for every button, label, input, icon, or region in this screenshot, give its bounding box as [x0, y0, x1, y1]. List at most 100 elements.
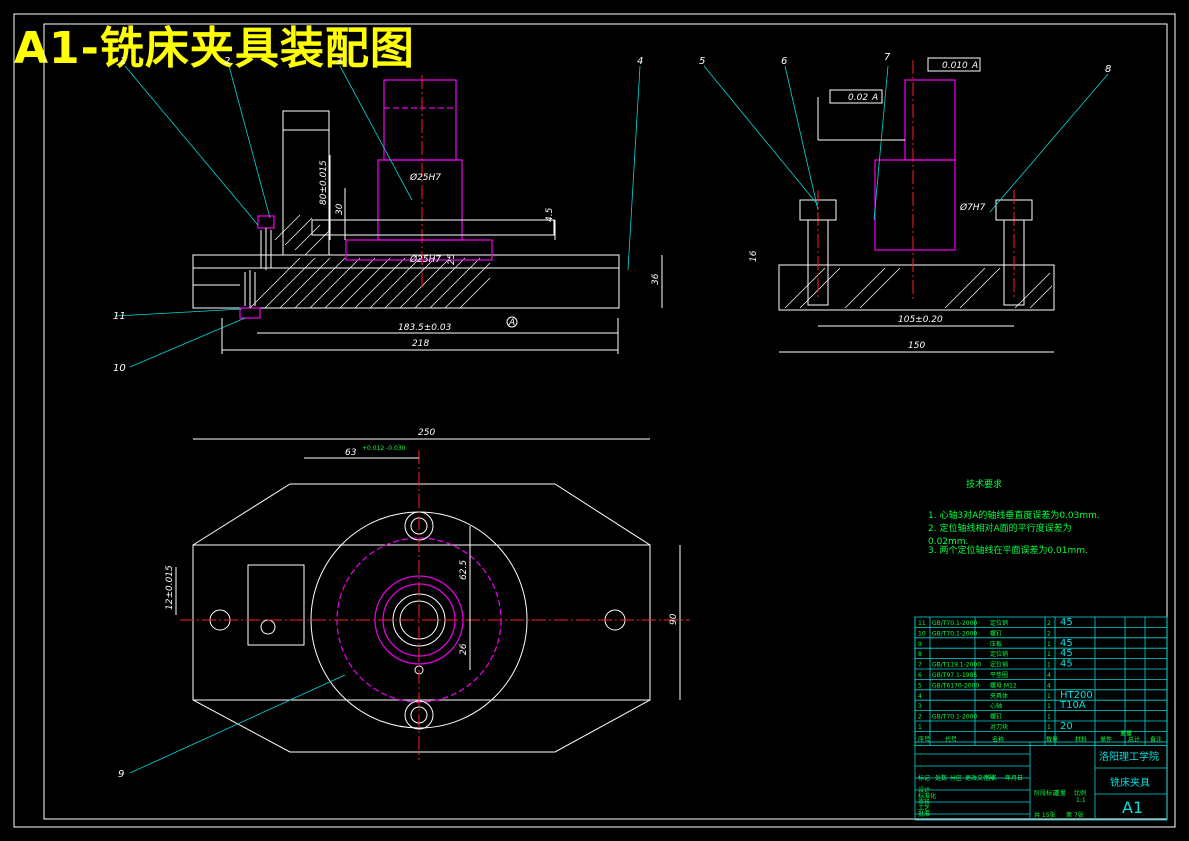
svg-text:第 7张: 第 7张 [1066, 811, 1084, 819]
bom-cell: 心轴 [990, 702, 1002, 710]
bom-cell: GB/T70.1-2000 [932, 620, 977, 627]
svg-text:1. 心轴3对A的轴线垂直度误差为0.03mm.: 1. 心轴3对A的轴线垂直度误差为0.03mm. [928, 509, 1100, 521]
top-view: 250 63 +0.012 -0.030 90 12±0.015 62.5 26 [165, 428, 690, 760]
title-block-label: 重量 [1054, 789, 1066, 797]
bom-cell: 定位销 [990, 661, 1008, 669]
bom-header-cell: 序号 [918, 735, 930, 743]
leader-label-4: 4 [637, 56, 643, 67]
top-outline [192, 483, 651, 753]
top-setting-block [247, 564, 305, 646]
svg-text:技术要求: 技术要求 [966, 478, 1002, 490]
svg-text:26: 26 [459, 643, 469, 655]
bom-cell: 11 [918, 620, 926, 627]
drawing-number: A1 [1122, 798, 1143, 817]
leader-label-7: 7 [884, 52, 891, 63]
bom-cell: 4 [1047, 672, 1051, 679]
svg-text:90: 90 [669, 613, 679, 625]
svg-text:1:1: 1:1 [1076, 797, 1086, 804]
leaders [114, 65, 1109, 774]
title-block-label: 比例 [1074, 789, 1086, 797]
bom-cell: 4 [1047, 682, 1051, 689]
svg-text:A: A [971, 61, 978, 71]
leader-label-6: 6 [781, 56, 787, 67]
svg-text:105±0.20: 105±0.20 [898, 315, 943, 325]
school-name: 洛阳理工学院 [1099, 750, 1159, 763]
bom-header-cell: 总计 [1128, 735, 1140, 743]
bom-cell: 平垫圈 [990, 671, 1008, 679]
bom-cell: 10 [918, 630, 926, 637]
leader-label-9: 9 [118, 769, 124, 780]
bom-cell: 1 [918, 724, 922, 731]
svg-text:+0.012 -0.030: +0.012 -0.030 [362, 445, 406, 452]
svg-text:0.02: 0.02 [848, 93, 868, 103]
svg-text:2. 定位轴线相对A面的平行度误差为: 2. 定位轴线相对A面的平行度误差为 [928, 522, 1072, 534]
tolerance-frame-2 [829, 89, 883, 104]
bom-cell: 1 [1047, 714, 1051, 721]
svg-text:63: 63 [345, 448, 357, 458]
svg-text:0.02mm.: 0.02mm. [928, 537, 968, 547]
svg-text:150: 150 [908, 341, 925, 351]
side-view: 150 105±0.20 16 Ø7H7 0.010 A 0.02 A [749, 57, 1055, 353]
bom-cell: 1 [1047, 724, 1051, 731]
leader-label-2: 2 [224, 56, 230, 67]
bom-header-weight: 重量 [1120, 729, 1132, 737]
bom-header-cell: 名称 [992, 735, 1004, 743]
bom-cell: 9 [918, 641, 922, 648]
bom-cell: 1 [1047, 703, 1051, 710]
bom-cell: 20 [1060, 721, 1073, 732]
bom-cell: HT200 [1060, 690, 1093, 701]
title-block: 洛阳理工学院 铣床夹具 A1 1:1 共 15张 第 7张 [914, 741, 1168, 821]
leader-label-11: 11 [113, 311, 126, 322]
svg-text:3. 两个定位轴线在平面误差为0.01mm.: 3. 两个定位轴线在平面误差为0.01mm. [928, 544, 1088, 556]
leader-label-1: 1 [120, 56, 126, 67]
bom-header-cell: 数量 [1046, 735, 1058, 743]
bom-header-cell: 代号 [945, 735, 957, 743]
svg-text:25: 25 [447, 253, 457, 265]
bom-cell: 1 [1047, 662, 1051, 669]
tech-requirements: 技术要求 1. 心轴3对A的轴线垂直度误差为0.03mm. 2. 定位轴线相对A… [928, 478, 1100, 556]
bom-cell: 3 [918, 703, 922, 710]
bom-header-cell: 备注 [1150, 735, 1162, 743]
bom-cell: 定位销 [990, 650, 1008, 658]
svg-text:Ø25H7: Ø25H7 [409, 254, 441, 265]
bom-cell: GB/T6170-2000 [932, 682, 979, 689]
bom-header-cell: 材料 [1075, 735, 1087, 743]
bom-cell: 4 [918, 693, 922, 700]
svg-text:Ø7H7: Ø7H7 [959, 202, 986, 213]
bom-cell: 45 [1060, 659, 1073, 670]
leader-label-5: 5 [699, 56, 705, 67]
drawing-name: 铣床夹具 [1110, 776, 1150, 789]
title-block-label: 阶段标记 [1034, 789, 1058, 797]
tolerance-frame-1 [927, 57, 981, 72]
leader-label-8: 8 [1105, 64, 1111, 75]
bom-cell: 2 [918, 714, 922, 721]
datum-symbol [506, 316, 518, 328]
tool-setting-block [282, 110, 330, 256]
svg-text:Ø25H7: Ø25H7 [409, 172, 441, 183]
svg-text:12±0.015: 12±0.015 [165, 565, 175, 610]
title-block-label: 工艺 [918, 804, 930, 812]
bom-cell: 7 [918, 662, 922, 669]
bom-cell: 1 [1047, 641, 1051, 648]
svg-text:218: 218 [412, 339, 429, 349]
svg-text:80±0.015: 80±0.015 [319, 160, 329, 205]
front-view: 218 183.5±0.03 36 4.5 30 80±0.015 25 Ø25… [192, 75, 663, 354]
inner-frame [43, 23, 1168, 820]
bom-cell: 8 [918, 651, 922, 658]
bom-cell: 45 [1060, 638, 1073, 649]
bom-cell: 2 [1047, 620, 1051, 627]
bom-cell: 1 [1047, 693, 1051, 700]
svg-text:183.5±0.03: 183.5±0.03 [398, 323, 452, 333]
bom-cell: 1 [1047, 651, 1051, 658]
svg-text:4.5: 4.5 [545, 207, 555, 222]
bom-cell: 2 [1047, 630, 1051, 637]
fixture-body [192, 254, 620, 309]
bom-cell: 对刀块 [990, 723, 1008, 731]
bom-cell: GB/T70.1-2000 [932, 714, 977, 721]
bom-cell: T10A [1059, 700, 1086, 711]
bom-cell: GB/T97.1-1985 [932, 672, 977, 679]
bom-cell: GB/T119.1-2000 [932, 662, 981, 669]
bom-cell: GB/T70.1-2000 [932, 630, 977, 637]
bom-header-cell: 单件 [1100, 735, 1112, 743]
